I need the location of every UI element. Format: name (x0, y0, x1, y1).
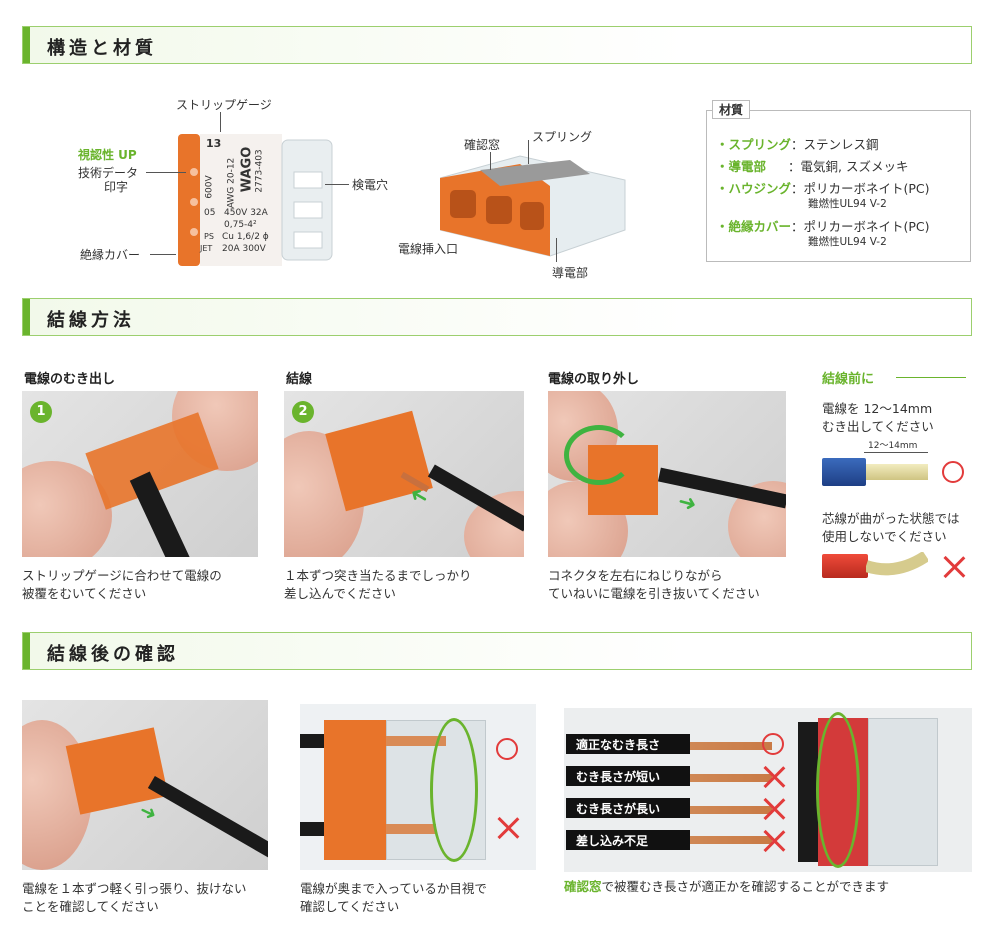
material-row: ・スプリング：ステンレス鋼 (716, 137, 879, 152)
materials-title: 材質 (712, 100, 751, 119)
visual-check-caption: 電線が奥まで入っているか目視で確認してください (300, 881, 487, 914)
material-note: 難燃性UL94 V-2 (808, 236, 887, 248)
print-cu: Cu 1,6/2 ϕ (222, 232, 269, 242)
title-rule (896, 377, 966, 378)
label-wire-inlet: 電線挿入口 (398, 242, 459, 256)
print-ps-sub: JET (200, 244, 213, 253)
pull-test-caption: 電線を１本ずつ軽く引っ張り、抜けないことを確認してください (22, 881, 247, 914)
label-check-window: 確認窓 (464, 138, 501, 152)
case-label: 適正なむき長さ (566, 734, 690, 754)
ok-mark-icon (942, 461, 964, 483)
leader-line (146, 172, 186, 173)
before-wiring-title: 結線前に (822, 372, 875, 387)
wire-core (386, 824, 436, 834)
before-note-2: 芯線が曲がった状態では使用しないでください (822, 511, 960, 544)
wire-core-straight (866, 464, 928, 480)
materials-box (706, 110, 971, 262)
leader-line (556, 238, 557, 262)
check-window-caption: 確認窓で被覆むき長さが適正かを確認することができます (564, 879, 890, 894)
material-row: ・絶縁カバー：ポリカーボネイト(PC) (716, 219, 930, 234)
connector-clear (868, 718, 938, 866)
leader-line (220, 112, 221, 132)
step-title: 結線 (286, 372, 313, 387)
label-insulation-cover: 絶縁カバー (80, 248, 141, 262)
step-title: 電線のむき出し (24, 372, 116, 387)
step-title: 電線の取り外し (548, 372, 640, 387)
step2-photo: ➜ 2 (284, 391, 524, 557)
dimension-line (864, 452, 928, 453)
wire-blue-insulation (822, 458, 866, 486)
print-section: 0,75-4² (224, 220, 257, 230)
ng-mark-icon (762, 797, 786, 821)
visual-check-photo (300, 704, 536, 870)
label-visibility-up: 視認性 UP (78, 148, 137, 162)
print-model: 2773-403 (254, 149, 265, 193)
highlight-ellipse (816, 712, 860, 868)
step-number-badge: 2 (292, 401, 314, 423)
label-tech-data-print: 印字 (104, 180, 129, 194)
print-brand: WAGO (239, 146, 255, 193)
section-header-wiring: 結線方法 (22, 298, 972, 336)
wire-core-bent (866, 552, 928, 576)
wire (147, 775, 268, 859)
step3-photo: ➜ (548, 391, 786, 557)
wire-core (386, 736, 446, 746)
print-jet: 20A 300V (222, 244, 266, 254)
twist-arrow-icon (564, 425, 634, 485)
case-label: むき長さが長い (566, 798, 690, 818)
label-tech-data: 技術データ (78, 166, 139, 180)
dimension-label: 12～14mm (868, 441, 918, 451)
highlight-ellipse (430, 718, 478, 862)
label-conductor: 導電部 (552, 266, 589, 280)
connector-front-image: 13 600V AWG 20-12 WAGO 2773-403 05 450V … (176, 132, 336, 268)
leader-line (150, 254, 176, 255)
arrow-icon: ➜ (675, 489, 700, 518)
leader-line (325, 184, 349, 185)
material-row: ・導電部：電気銅, スズメッキ (716, 159, 909, 174)
section-header-structure: 構造と材質 (22, 26, 972, 64)
material-note: 難燃性UL94 V-2 (808, 198, 887, 210)
ng-mark-icon (942, 555, 966, 579)
ng-mark-icon (762, 829, 786, 853)
print-awg: AWG 20-12 (226, 157, 237, 209)
wire-ends (798, 722, 820, 862)
print-code: 05 (204, 208, 216, 218)
step-caption: ストリップゲージに合わせて電線の被覆をむいてください (22, 568, 222, 601)
label-spring: スプリング (532, 130, 593, 144)
print-rating: 450V 32A (224, 208, 268, 218)
wire-red-insulation (822, 554, 868, 578)
step-caption: １本ずつ突き当たるまでしっかり差し込んでください (284, 568, 472, 601)
case-label: むき長さが短い (566, 766, 690, 786)
label-strip-gauge: ストリップゲージ (176, 98, 272, 112)
material-row: ・ハウジング：ポリカーボネイト(PC) (716, 181, 930, 196)
step-caption: コネクタを左右にねじりながらていねいに電線を引き抜いてください (548, 568, 760, 601)
section-header-check: 結線後の確認 (22, 632, 972, 670)
print-voltage: 600V (204, 175, 215, 199)
ok-mark-icon (496, 738, 518, 760)
pull-test-photo: ➜ (22, 700, 268, 870)
leader-line (490, 152, 491, 170)
print-ps: PS (204, 232, 214, 241)
step-number-badge: 1 (30, 401, 52, 423)
ng-mark-icon (496, 816, 520, 840)
connector-perspective-image (439, 150, 630, 260)
ng-mark-icon (762, 765, 786, 789)
case-label: 差し込み不足 (566, 830, 690, 850)
step1-photo: 1 (22, 391, 258, 557)
ok-mark-icon (762, 733, 784, 755)
leader-line (528, 140, 529, 164)
label-test-hole: 検電穴 (352, 178, 389, 192)
connector-housing (324, 720, 386, 860)
print-size: 13 (206, 137, 222, 150)
